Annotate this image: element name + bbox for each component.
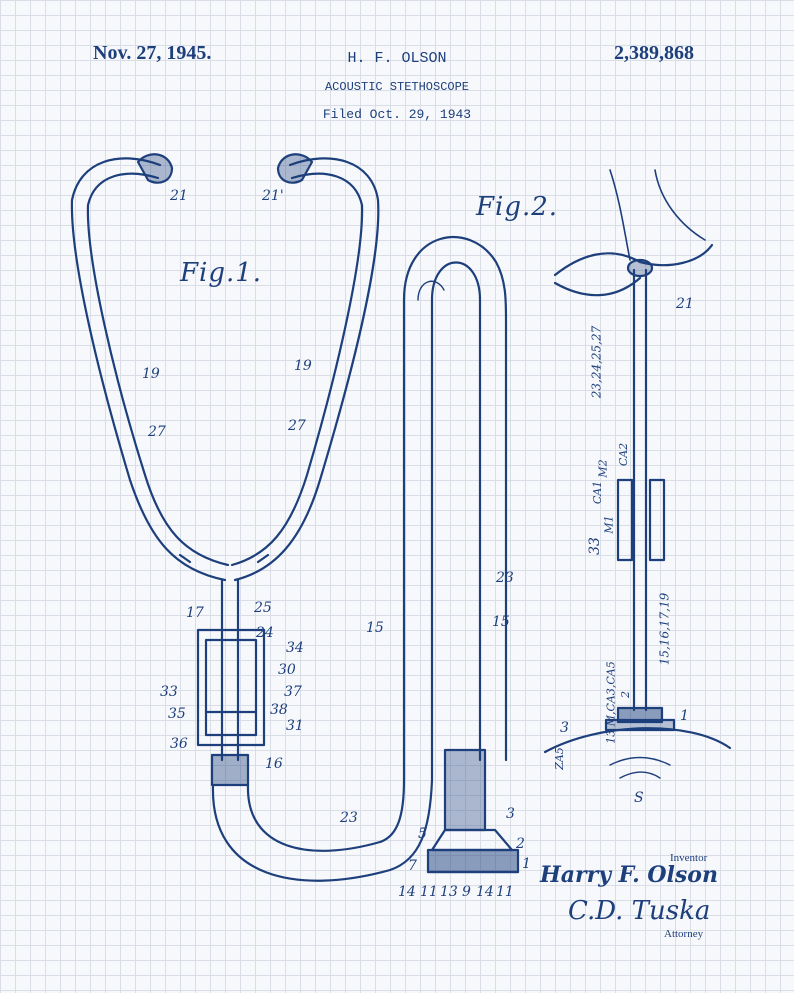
fig2-ear-canal bbox=[553, 243, 714, 277]
ref-number: 15 bbox=[492, 614, 510, 630]
ref-number: 5 bbox=[418, 826, 427, 842]
fig1-label: Fig.1. bbox=[180, 258, 263, 288]
patent-title: ACOUSTIC STETHOSCOPE bbox=[324, 80, 470, 94]
ref-number: 21' bbox=[262, 188, 284, 204]
ref-number: CA2 bbox=[617, 442, 631, 467]
attorney-signature: C.D. Tuska bbox=[568, 896, 711, 926]
ref-number: 35 bbox=[168, 706, 186, 722]
ref-number: 1 bbox=[522, 856, 531, 872]
ref-number: 13 bbox=[440, 884, 458, 900]
ref-number: 38 bbox=[270, 702, 288, 718]
ref-number: 2 bbox=[619, 691, 632, 698]
ref-number: 25 bbox=[254, 600, 272, 616]
ref-number: 3 bbox=[560, 720, 569, 736]
ref-number: 1 bbox=[680, 708, 689, 724]
ref-number: 21 bbox=[676, 296, 694, 312]
ref-number: 19 bbox=[294, 358, 312, 374]
ref-number: 33 bbox=[586, 537, 603, 555]
ref-number: 15 bbox=[366, 620, 384, 636]
ref-number: 11 bbox=[420, 884, 438, 900]
ref-number: 24 bbox=[256, 625, 274, 641]
left-earpiece bbox=[136, 153, 174, 184]
ref-number: ZA5 bbox=[552, 747, 566, 770]
ref-number: S bbox=[634, 790, 644, 806]
main-tube bbox=[211, 261, 482, 882]
right-earpiece bbox=[276, 153, 314, 184]
ref-number: 34 bbox=[286, 640, 304, 656]
valve-housing bbox=[196, 628, 266, 747]
ref-number: 7 bbox=[408, 858, 417, 874]
ref-number: CA1 bbox=[591, 480, 605, 505]
ref-number: 19 bbox=[142, 366, 160, 382]
ref-number: 14 bbox=[476, 884, 494, 900]
patent-date: Nov. 27, 1945. bbox=[93, 42, 212, 64]
ref-number: 14 bbox=[398, 884, 416, 900]
ref-number: 36 bbox=[170, 736, 188, 752]
ref-number: 23 bbox=[496, 570, 514, 586]
ref-number: 21 bbox=[170, 188, 188, 204]
ref-number: 9 bbox=[462, 884, 471, 900]
inventor-name: H. F. OLSON bbox=[347, 50, 447, 67]
ref-number: 31 bbox=[286, 718, 304, 734]
ref-number: M1 bbox=[602, 515, 616, 534]
ref-number: 37 bbox=[284, 684, 302, 700]
ref-number: 3 bbox=[506, 806, 515, 822]
ref-number: 2 bbox=[516, 836, 525, 852]
ref-number: 16 bbox=[265, 756, 283, 772]
right-binaural-tube bbox=[233, 157, 380, 582]
ref-number: 23,24,25,27 bbox=[589, 325, 604, 399]
filed-date: Filed Oct. 29, 1943 bbox=[322, 107, 472, 122]
left-binaural-tube bbox=[70, 157, 227, 582]
ref-number: 11 bbox=[496, 884, 514, 900]
ref-number: 23 bbox=[340, 810, 358, 826]
ref-number: 13 M,CA3,CA5 bbox=[604, 661, 618, 744]
fig2-skin-surface bbox=[543, 727, 732, 754]
ref-number: 33 bbox=[160, 684, 178, 700]
chestpiece bbox=[443, 748, 487, 832]
ref-number: M2 bbox=[596, 459, 610, 478]
ref-number: 27 bbox=[148, 424, 166, 440]
attorney-label: Attorney bbox=[664, 928, 704, 940]
ref-number: 30 bbox=[278, 662, 296, 678]
inventor-label: Inventor bbox=[670, 852, 708, 864]
ref-number: 27 bbox=[288, 418, 306, 434]
ref-number: 17 bbox=[186, 605, 204, 621]
fig2-label: Fig.2. bbox=[476, 192, 559, 222]
ref-number: 15,16,17,19 bbox=[657, 592, 672, 666]
inventor-signature: Harry F. Olson bbox=[540, 862, 718, 888]
patent-number: 2,389,868 bbox=[614, 42, 694, 64]
